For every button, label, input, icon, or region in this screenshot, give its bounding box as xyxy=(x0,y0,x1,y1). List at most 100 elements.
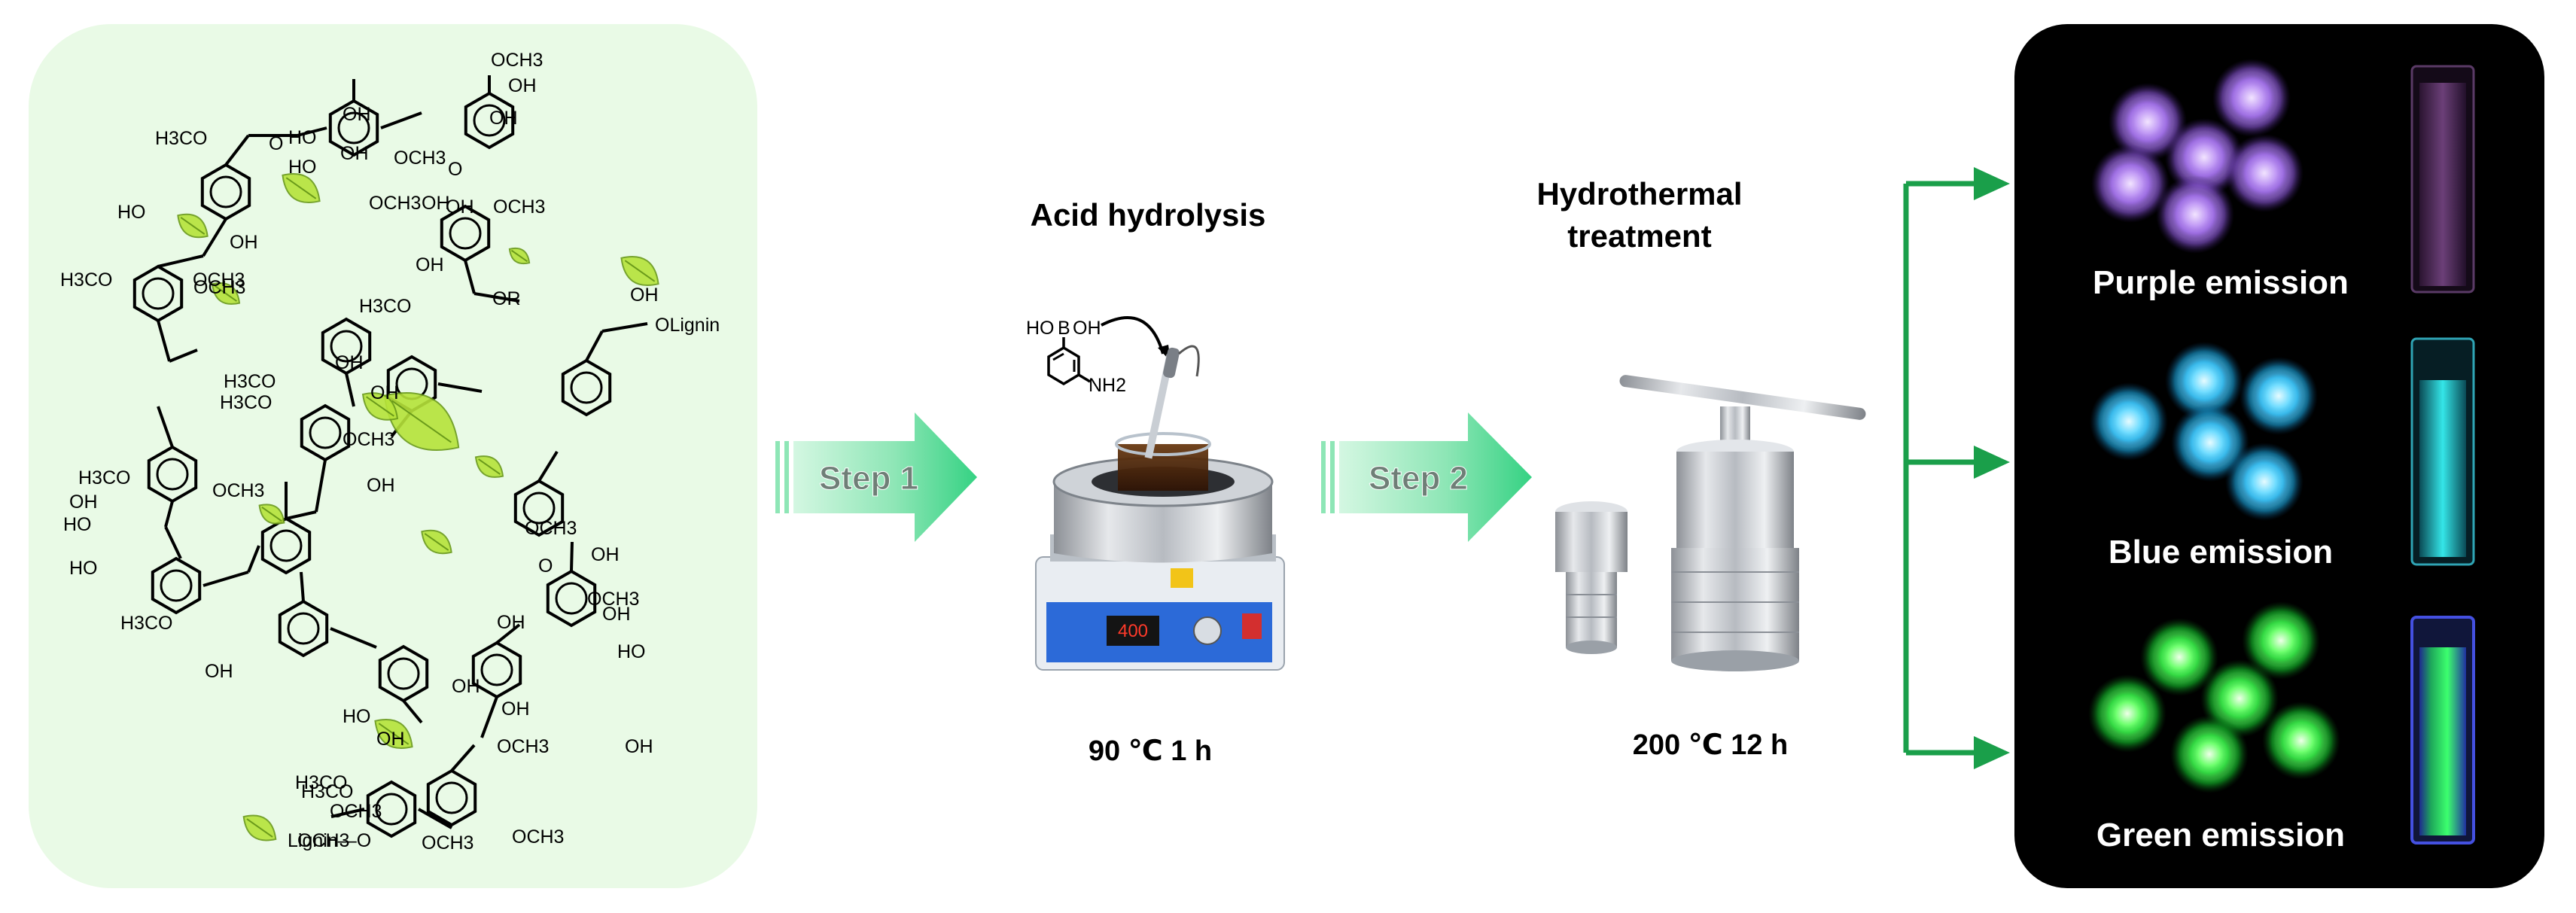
lignin-group-label: H3CO xyxy=(224,371,276,392)
autoclave-image xyxy=(1555,375,1866,671)
bond-line xyxy=(297,126,327,137)
benzene-ring xyxy=(440,204,491,263)
lignin-group-label: OLignin xyxy=(655,315,720,336)
bond-line xyxy=(402,699,423,724)
lignin-panel-background xyxy=(29,24,757,888)
benzene-ring xyxy=(426,768,477,827)
branch-arrows xyxy=(1903,167,2010,769)
leaf-decorations xyxy=(177,173,659,841)
lignin-group-label: HO xyxy=(288,157,317,178)
ring-aromatic-circle xyxy=(309,416,342,449)
lignin-group-label: H3CO xyxy=(359,296,411,317)
carbon-dot xyxy=(2154,631,2205,683)
bond-line xyxy=(570,541,574,572)
benzene-ring xyxy=(328,99,379,157)
lignin-group-label: OH xyxy=(489,108,518,129)
blue-emission-label: Blue emission xyxy=(2109,534,2333,571)
ring-aromatic-circle xyxy=(435,781,468,814)
carbon-dot xyxy=(2102,688,2153,739)
ring-aromatic-circle xyxy=(209,175,242,208)
green-emission-label: Green emission xyxy=(2096,817,2345,854)
lignin-group-label: HO xyxy=(343,706,371,727)
lignin-group-label: OCH3 xyxy=(369,193,421,214)
lignin-group-label: HO xyxy=(288,127,317,148)
reagent-label-oh: OH xyxy=(1073,318,1101,339)
carbon-dot xyxy=(2276,715,2327,766)
carbon-dot xyxy=(2103,396,2154,447)
lignin-group-label: OCH3 xyxy=(587,589,639,610)
carbon-dot xyxy=(2239,456,2290,507)
lignin-group-label: OCH3 xyxy=(212,480,264,501)
ring-aromatic-circle xyxy=(522,491,556,525)
lignin-group-label: OH xyxy=(367,475,395,496)
ring-aromatic-circle xyxy=(480,653,513,686)
bond-line xyxy=(164,526,182,559)
lignin-group-label: OCH3 xyxy=(297,830,349,851)
lignin-group-label: OCH3 xyxy=(493,196,545,218)
benzene-ring xyxy=(132,264,184,323)
ring-aromatic-circle xyxy=(337,111,370,145)
benzene-ring xyxy=(151,556,202,615)
lignin-group-label: OCH3 xyxy=(497,736,549,757)
hydrothermal-group: Hydrothermal treatment 200 ℃ 12 h xyxy=(1536,176,1866,761)
benzene-ring xyxy=(471,641,522,699)
lignin-group-label: OH xyxy=(446,196,474,218)
bond-line xyxy=(202,218,227,257)
ring-aromatic-circle xyxy=(555,582,588,615)
bond-line xyxy=(464,260,476,294)
bond-line xyxy=(418,808,452,829)
lignin-group-label: OH xyxy=(508,75,537,96)
lignin-group-label: O xyxy=(448,159,462,180)
lignin-group-label: OH xyxy=(602,604,631,625)
leaf-vein xyxy=(366,396,394,417)
ring-aromatic-circle xyxy=(269,529,303,562)
lignin-group-label: OH xyxy=(625,736,653,757)
purple-cuvette xyxy=(2410,65,2475,294)
benzene-ring xyxy=(366,780,417,838)
benzene-ring xyxy=(321,317,372,376)
heating-stirrer-image: 400 xyxy=(1035,345,1285,671)
reagent-label-nh2: NH2 xyxy=(1089,375,1126,396)
ring-aromatic-circle xyxy=(160,569,193,602)
step2-label: Step 2 xyxy=(1369,460,1468,497)
green-cuvette xyxy=(2410,616,2475,845)
carbon-dot xyxy=(2214,673,2265,724)
lignin-group-label: OH xyxy=(422,193,450,214)
bond-line xyxy=(473,292,520,303)
bond-line xyxy=(285,510,317,520)
benzene-ring xyxy=(561,358,612,417)
carbon-dot xyxy=(2255,615,2307,666)
benzene-ring xyxy=(278,599,329,658)
leaf-vein xyxy=(378,723,410,745)
ring-aromatic-circle xyxy=(330,330,363,363)
step2-arrow: Step 2 xyxy=(1321,412,1532,542)
benzene-ring xyxy=(147,445,198,504)
bond-line xyxy=(169,348,198,363)
bond-line xyxy=(202,571,249,587)
branch-arrowhead-purple xyxy=(1974,167,2010,200)
benzene-ring xyxy=(464,91,515,150)
leaf-vein xyxy=(510,249,528,263)
leaf-vein xyxy=(424,533,449,551)
bond-line xyxy=(585,330,604,361)
leaf-vein xyxy=(624,260,656,282)
step1-label: Step 1 xyxy=(819,460,918,497)
lignin-group-label: OH xyxy=(416,254,444,275)
leaf-vein xyxy=(215,285,237,302)
purple-carbon-dots xyxy=(2091,59,2303,254)
ring-aromatic-circle xyxy=(142,277,175,310)
lignin-group-label: OH xyxy=(452,676,480,697)
step1-condition: 90 ℃ 1 h xyxy=(1089,735,1212,767)
leaf-vein xyxy=(478,458,501,475)
acid-hydrolysis-title: Acid hydrolysis xyxy=(1031,197,1266,233)
aromatic-rings xyxy=(132,91,612,838)
acid-hydrolysis-group: Acid hydrolysis HO B OH NH2 400 xyxy=(1026,197,1285,767)
lignin-group-label: O xyxy=(269,133,283,154)
ring-aromatic-circle xyxy=(473,104,506,137)
lignin-group-label: OCH3 xyxy=(193,277,245,298)
lignin-group-label: OCH3 xyxy=(525,518,577,539)
lignin-group-label: OH xyxy=(335,352,364,373)
lignin-group-label: OH xyxy=(497,612,525,633)
